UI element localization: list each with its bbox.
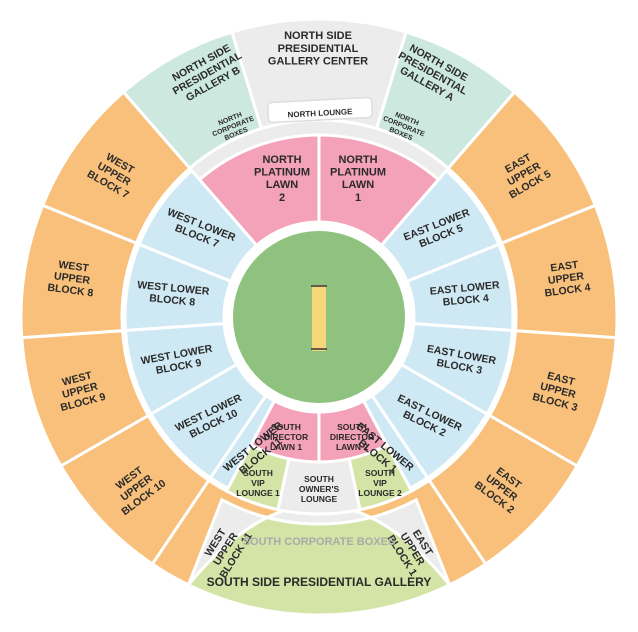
- west-lower-block-8[interactable]: [123, 242, 233, 333]
- west-lower-block-9[interactable]: [123, 322, 239, 417]
- west-lower-block-7[interactable]: [137, 168, 259, 284]
- south-presidential-gallery-label: SOUTH SIDE PRESIDENTIAL GALLERY: [207, 575, 432, 589]
- west-upper-block-10[interactable]: [58, 413, 211, 567]
- west-upper-block-7[interactable]: [40, 89, 192, 246]
- north-lounge[interactable]: [267, 96, 373, 124]
- north-lounge-label: NORTH LOUNGE: [287, 107, 353, 119]
- west-upper-block-8[interactable]: [19, 203, 139, 340]
- south-director-lawn-1[interactable]: [248, 398, 321, 464]
- west-lower-block-8-label: WEST LOWERBLOCK 8: [136, 279, 211, 310]
- west-lower-block-10[interactable]: [148, 362, 268, 480]
- west-upper-block-8-label: WESTUPPERBLOCK 8: [47, 258, 98, 300]
- south-corporate-boxes[interactable]: [186, 497, 452, 586]
- north-platinum-lawn-1[interactable]: [317, 133, 441, 248]
- east-lower-block-4-label: EAST LOWERBLOCK 4: [429, 279, 501, 310]
- south-corporate-boxes-label: SOUTH CORPORATE BOXES: [243, 536, 396, 548]
- cricket-pitch: [312, 285, 326, 351]
- east-upper-block-4-label: EASTUPPERBLOCK 4: [541, 258, 592, 300]
